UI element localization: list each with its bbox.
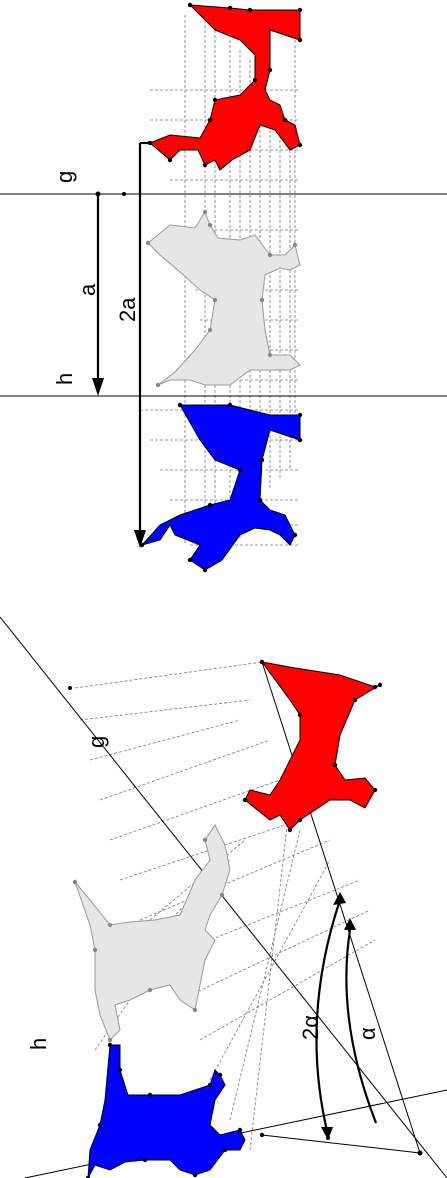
top-blue-vertices <box>139 402 303 573</box>
top-panel: g h a 2a <box>0 2 447 573</box>
bottom-red-vertices <box>242 659 383 833</box>
bottom-ray-to-blue <box>261 1134 421 1154</box>
top-figure-blue <box>140 404 301 571</box>
bottom-figure-grey <box>74 824 231 1041</box>
angle-2alpha-arc <box>315 899 342 1136</box>
bottom-line-h-label: h <box>26 1038 51 1050</box>
bottom-figure-red <box>244 661 381 831</box>
arc-point-bottom <box>326 1136 330 1140</box>
angle-alpha-arc <box>345 929 378 1124</box>
top-figure-grey <box>147 210 301 386</box>
top-grey-vertices <box>145 209 298 388</box>
top-dist-2a-label: 2a <box>115 297 140 322</box>
bottom-line-g-label: g <box>84 736 109 748</box>
angle-alpha-label: α <box>355 1027 380 1040</box>
top-red-vertices <box>147 2 303 168</box>
angle-alpha-arrowhead <box>344 918 356 930</box>
bottom-figure-blue <box>87 1044 246 1178</box>
bottom-grey-vertices <box>72 837 225 1043</box>
top-figure-red <box>149 4 301 171</box>
angle-2alpha-arrowhead-bottom <box>321 1127 333 1140</box>
bottom-line-g-point <box>68 686 72 690</box>
bottom-line-g <box>0 616 447 1178</box>
top-dist-a-label: a <box>75 283 100 296</box>
bottom-blue-vertices <box>85 1042 265 1178</box>
top-distance-2a-arrow <box>134 141 150 548</box>
top-line-g-label: g <box>52 171 77 183</box>
arc-point-top <box>338 895 342 899</box>
bottom-ray-to-red <box>261 661 421 1154</box>
top-line-h-label: h <box>52 373 77 385</box>
angle-2alpha-label: 2α <box>298 1015 323 1040</box>
top-distance-a-arrow <box>92 191 126 396</box>
bottom-panel: g h α 2α <box>0 616 447 1178</box>
